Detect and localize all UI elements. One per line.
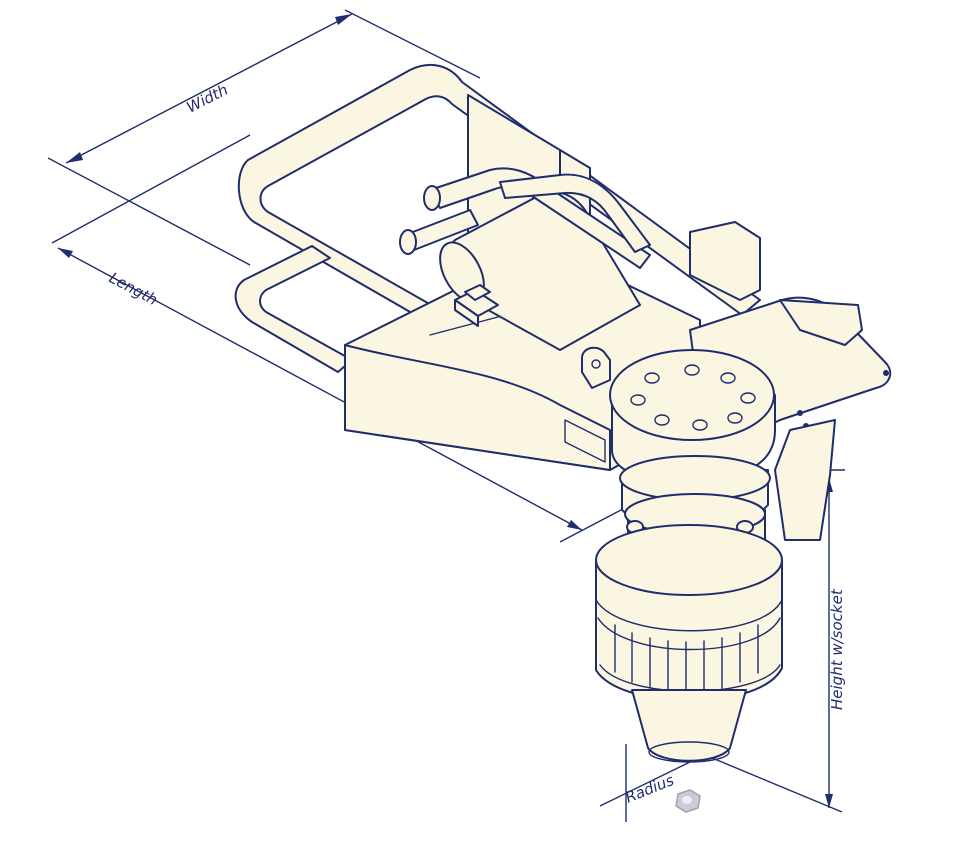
eye-bracket — [581, 346, 611, 389]
nut-icon — [675, 789, 701, 813]
lower-handle-frame — [234, 245, 353, 373]
hydraulic-hoses — [399, 167, 651, 269]
radius-label: Radius — [623, 771, 677, 807]
side-block — [689, 221, 761, 301]
height-label: Height w/socket — [828, 588, 846, 710]
length-label: Length — [106, 269, 160, 309]
socket-drum — [595, 524, 783, 702]
socket-splines — [614, 624, 759, 693]
socket-nose — [631, 689, 747, 763]
top-lug — [454, 284, 499, 327]
width-label: Width — [184, 81, 231, 117]
bolt-circle — [630, 364, 756, 431]
upper-handle-frame — [237, 63, 761, 321]
